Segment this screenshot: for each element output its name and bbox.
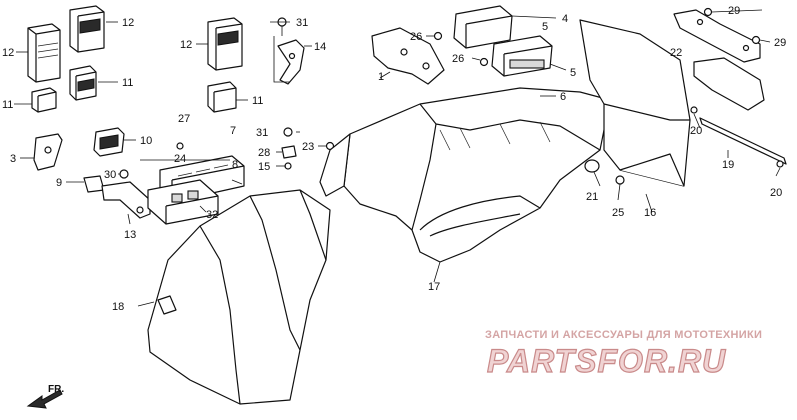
bolt-29-right bbox=[751, 35, 761, 45]
bracket-22 bbox=[673, 9, 761, 63]
callout-18: 18 bbox=[112, 301, 124, 313]
callout-15: 15 bbox=[258, 161, 270, 173]
rear-fender-17 bbox=[319, 87, 611, 263]
relay-11-mid bbox=[69, 65, 97, 101]
callout-31: 31 bbox=[256, 127, 268, 139]
callout-16: 16 bbox=[644, 207, 656, 219]
bracket-2 bbox=[693, 57, 765, 111]
bracket-1 bbox=[371, 27, 445, 85]
bracket-3 bbox=[33, 133, 63, 171]
clip-20-right bbox=[776, 160, 784, 168]
module-4 bbox=[453, 5, 513, 49]
callout-5: 5 bbox=[542, 21, 548, 33]
bolt-24 bbox=[176, 142, 184, 150]
callout-30: 30 bbox=[104, 169, 116, 181]
relay-11-left bbox=[31, 87, 57, 113]
callout-1: 1 bbox=[378, 71, 384, 83]
strap-19 bbox=[699, 117, 787, 165]
callout-3: 3 bbox=[10, 153, 16, 165]
callout-7: 7 bbox=[230, 125, 236, 137]
module-5 bbox=[491, 35, 553, 77]
relay-12-left bbox=[27, 23, 61, 83]
inner-fender-18 bbox=[147, 189, 331, 405]
callout-11: 11 bbox=[2, 99, 13, 111]
callout-27: 27 bbox=[178, 113, 190, 125]
clip-9 bbox=[83, 175, 105, 193]
callout-32: 32 bbox=[206, 209, 218, 221]
grommet-21 bbox=[584, 159, 600, 173]
callout-26: 26 bbox=[452, 53, 464, 65]
watermark-logo: PARTSFOR.RU bbox=[487, 343, 726, 379]
relay-11-right bbox=[207, 81, 237, 113]
bracket-13 bbox=[101, 169, 151, 219]
callout-5: 5 bbox=[570, 67, 576, 79]
nut-25 bbox=[615, 175, 625, 185]
holder-32 bbox=[147, 179, 219, 225]
cover-16 bbox=[579, 19, 691, 187]
callout-14: 14 bbox=[314, 41, 326, 53]
watermark: ЗАПЧАСТИ И АКСЕССУАРЫ ДЛЯ МОТОТЕХНИКИ PA… bbox=[485, 329, 762, 380]
callout-6: 6 bbox=[560, 91, 566, 103]
bracket-14 bbox=[277, 39, 305, 85]
front-arrow-icon bbox=[26, 389, 63, 409]
callout-20: 20 bbox=[690, 125, 702, 137]
callout-19: 19 bbox=[722, 159, 734, 171]
callout-11: 11 bbox=[252, 95, 263, 107]
callout-23: 23 bbox=[302, 141, 314, 153]
bolt-31-top bbox=[277, 17, 287, 36]
callout-20: 20 bbox=[770, 187, 782, 199]
clip-26-bottom bbox=[479, 57, 489, 67]
callout-11: 11 bbox=[122, 77, 133, 89]
watermark-tagline: ЗАПЧАСТИ И АКСЕССУАРЫ ДЛЯ МОТОТЕХНИКИ bbox=[485, 329, 762, 341]
bolt-31-mid bbox=[283, 127, 293, 137]
clip-20-left bbox=[690, 106, 698, 114]
callout-31: 31 bbox=[296, 17, 308, 29]
callout-25: 25 bbox=[612, 207, 624, 219]
callout-28: 28 bbox=[258, 147, 270, 159]
relay-12-right bbox=[207, 17, 243, 71]
callout-8: 8 bbox=[232, 159, 238, 171]
callout-29: 29 bbox=[728, 5, 740, 17]
connector-10 bbox=[93, 127, 125, 157]
callout-24: 24 bbox=[174, 153, 186, 165]
front-direction-label: FR. bbox=[48, 384, 64, 395]
clip-26-top bbox=[433, 31, 443, 41]
callout-10: 10 bbox=[140, 135, 152, 147]
relay-12-mid bbox=[69, 5, 105, 53]
callout-labels: 12 11 12 11 12 11 27 7 3 10 24 8 9 30 13… bbox=[2, 5, 786, 313]
callout-21: 21 bbox=[586, 191, 598, 203]
callout-26: 26 bbox=[410, 31, 422, 43]
callout-12: 12 bbox=[2, 47, 14, 59]
callout-22: 22 bbox=[670, 47, 682, 59]
callout-13: 13 bbox=[124, 229, 136, 241]
callout-9: 9 bbox=[56, 177, 62, 189]
bolt-29-top bbox=[703, 7, 713, 17]
callout-12: 12 bbox=[122, 17, 134, 29]
front-direction-marker: FR. bbox=[26, 384, 64, 409]
callout-12: 12 bbox=[180, 39, 192, 51]
callout-4: 4 bbox=[562, 13, 568, 25]
leader-lines bbox=[14, 9, 781, 307]
clip-28 bbox=[281, 145, 297, 159]
callout-17: 17 bbox=[428, 281, 440, 293]
callout-29: 29 bbox=[774, 37, 786, 49]
